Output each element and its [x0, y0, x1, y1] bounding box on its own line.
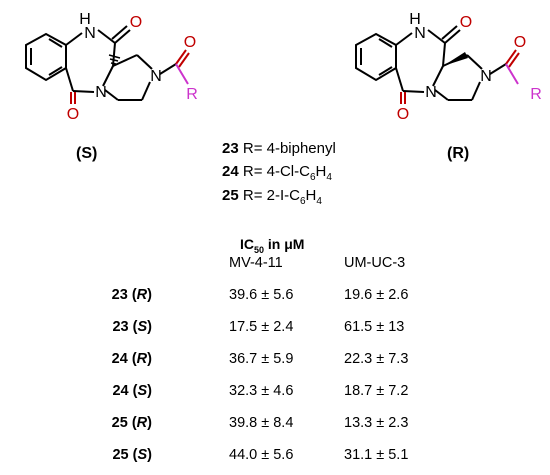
atom-n-bridge-r: N	[425, 84, 437, 101]
title-sub: 50	[254, 244, 265, 255]
value-um: 19.6 ± 2.6	[344, 287, 409, 303]
compound-text: R= 4-biphenyl	[238, 140, 336, 157]
value-mv: 32.3 ± 4.6	[229, 383, 294, 399]
value-mv: 39.6 ± 5.6	[229, 287, 294, 303]
title-rest: in μM	[264, 236, 305, 252]
stereo-label-s: (S)	[76, 145, 98, 162]
compound-text: R= 4-Cl-C	[238, 163, 310, 180]
compound-24-def: 24 R= 4-Cl-C6H4	[222, 163, 332, 183]
atom-o-amide-s: O	[184, 34, 196, 51]
compound-sub: 4	[326, 172, 332, 183]
row-label: 25 (R)	[111, 415, 152, 431]
atom-n-pip-r: N	[480, 68, 492, 85]
value-mv: 17.5 ± 2.4	[229, 319, 294, 335]
column-header-um: UM-UC-3	[344, 255, 406, 271]
value-um: 22.3 ± 7.3	[344, 351, 409, 367]
value-mv: 44.0 ± 5.6	[229, 447, 294, 463]
row-label: 24 (S)	[112, 383, 152, 399]
row-label: 23 (R)	[111, 287, 152, 303]
structure-r	[355, 25, 520, 104]
compound-23-def: 23 R= 4-biphenyl	[222, 140, 336, 157]
atom-o-top-r: O	[460, 14, 472, 31]
atom-n-amide-r: N	[414, 25, 426, 42]
compound-sub: 6	[309, 172, 316, 183]
structure-s	[25, 25, 190, 104]
row-stereo: S	[137, 447, 148, 463]
row-stereo: S	[137, 319, 148, 335]
title-main: IC	[240, 236, 254, 252]
compound-mid: H	[315, 163, 327, 180]
compound-num: 24	[222, 163, 239, 180]
compound-text: R= 2-I-C	[238, 187, 300, 204]
atom-r-r: R	[530, 86, 542, 103]
compound-num: 25	[222, 187, 239, 204]
atom-o-amide-r: O	[514, 34, 526, 51]
row-stereo: S	[137, 383, 148, 399]
atom-n-bridge-s: N	[95, 84, 107, 101]
row-num: 25	[111, 415, 128, 431]
atom-h-r: H	[409, 11, 421, 28]
atom-r-s: R	[186, 86, 198, 103]
row-label: 25 (S)	[112, 447, 152, 463]
row-num: 25	[112, 447, 129, 463]
column-header-mv: MV-4-11	[229, 255, 283, 271]
row-num: 23	[111, 287, 128, 303]
compound-sub: 6	[299, 196, 306, 207]
atom-o-bottom-r: O	[397, 106, 409, 123]
row-label: 23 (S)	[112, 319, 152, 335]
atom-h-s: H	[79, 11, 91, 28]
compound-25-def: 25 R= 2-I-C6H4	[222, 187, 322, 207]
value-mv: 36.7 ± 5.9	[229, 351, 294, 367]
compound-num: 23	[222, 140, 239, 157]
stereo-hash-s	[108, 54, 121, 65]
row-num: 23	[112, 319, 129, 335]
row-label: 24 (R)	[111, 351, 152, 367]
atom-o-bottom-s: O	[67, 106, 79, 123]
compound-mid: H	[305, 187, 317, 204]
row-num: 24	[111, 351, 128, 367]
value-um: 61.5 ± 13	[344, 319, 405, 335]
compound-sub: 4	[316, 196, 322, 207]
row-num: 24	[112, 383, 129, 399]
stereo-label-r: (R)	[447, 145, 470, 162]
atom-n-pip-s: N	[150, 68, 162, 85]
value-um: 13.3 ± 2.3	[344, 415, 409, 431]
value-mv: 39.8 ± 8.4	[229, 415, 294, 431]
value-um: 31.1 ± 5.1	[344, 447, 409, 463]
atom-n-amide-s: N	[84, 25, 96, 42]
stereo-wedge-r	[443, 52, 468, 66]
row-stereo: R	[136, 415, 148, 431]
row-stereo: R	[136, 287, 148, 303]
atom-o-top-s: O	[130, 14, 142, 31]
row-stereo: R	[136, 351, 148, 367]
table-title: IC50 in μM	[240, 236, 304, 255]
value-um: 18.7 ± 7.2	[344, 383, 409, 399]
